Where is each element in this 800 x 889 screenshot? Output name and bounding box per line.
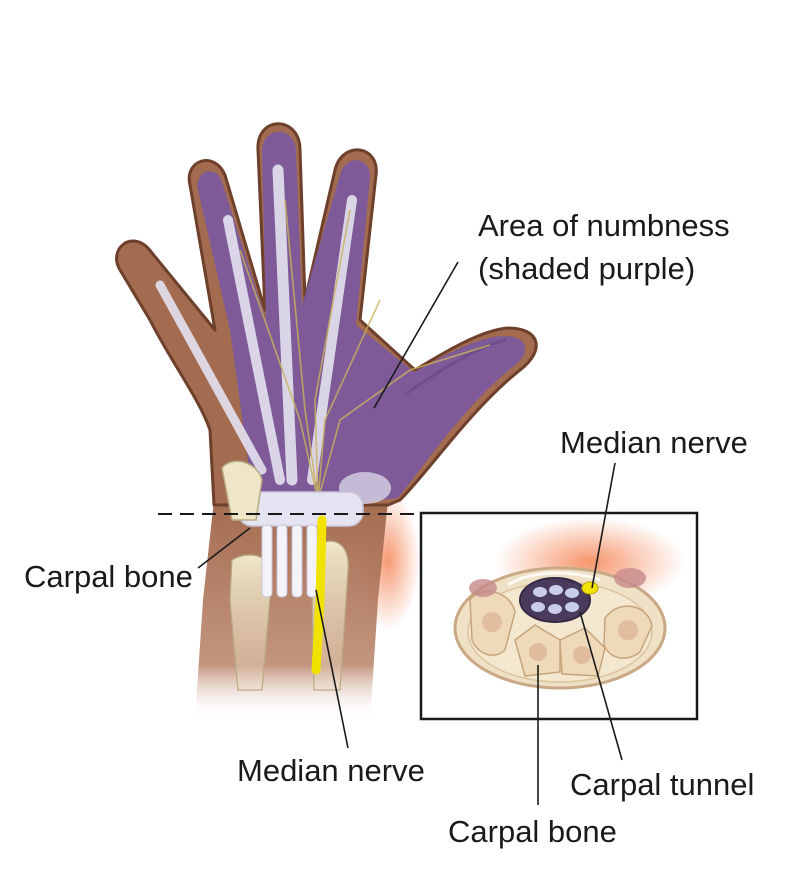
leader-carpal-tunnel [579, 611, 623, 761]
label-area-of-numbness: Area of numbness [478, 208, 730, 243]
label-carpal-bone-bottom: Carpal bone [448, 814, 617, 849]
nerve-branches [239, 199, 491, 501]
label-median-nerve-inset: Median nerve [560, 425, 748, 460]
section-median-nerve [581, 581, 599, 595]
cross-section-inset-frame [419, 511, 699, 721]
leader-carpal-bone-left [197, 527, 251, 569]
median-nerve [311, 515, 327, 675]
label-carpal-tunnel: Carpal tunnel [570, 767, 755, 802]
label-carpal-bone-left: Carpal bone [24, 559, 193, 594]
thenar-muscle [469, 579, 497, 597]
section-ligament [507, 571, 601, 587]
carpal-tunnel [519, 577, 591, 623]
thumb [403, 338, 507, 397]
hypothenar-muscle [614, 568, 646, 588]
tendons [155, 164, 357, 486]
leader-numbness [373, 261, 459, 409]
leader-lines [197, 261, 623, 805]
hand [115, 122, 538, 720]
leader-median-inset [591, 462, 616, 589]
flexor-tendons [261, 524, 318, 598]
label-shaded-purple: (shaded purple) [478, 251, 696, 286]
cross-section-inset [453, 517, 685, 690]
leader-median-bottom [315, 589, 349, 749]
label-median-nerve-bottom: Median nerve [237, 753, 425, 788]
tunnel-tendons [531, 585, 579, 614]
bone-texture [482, 612, 638, 664]
